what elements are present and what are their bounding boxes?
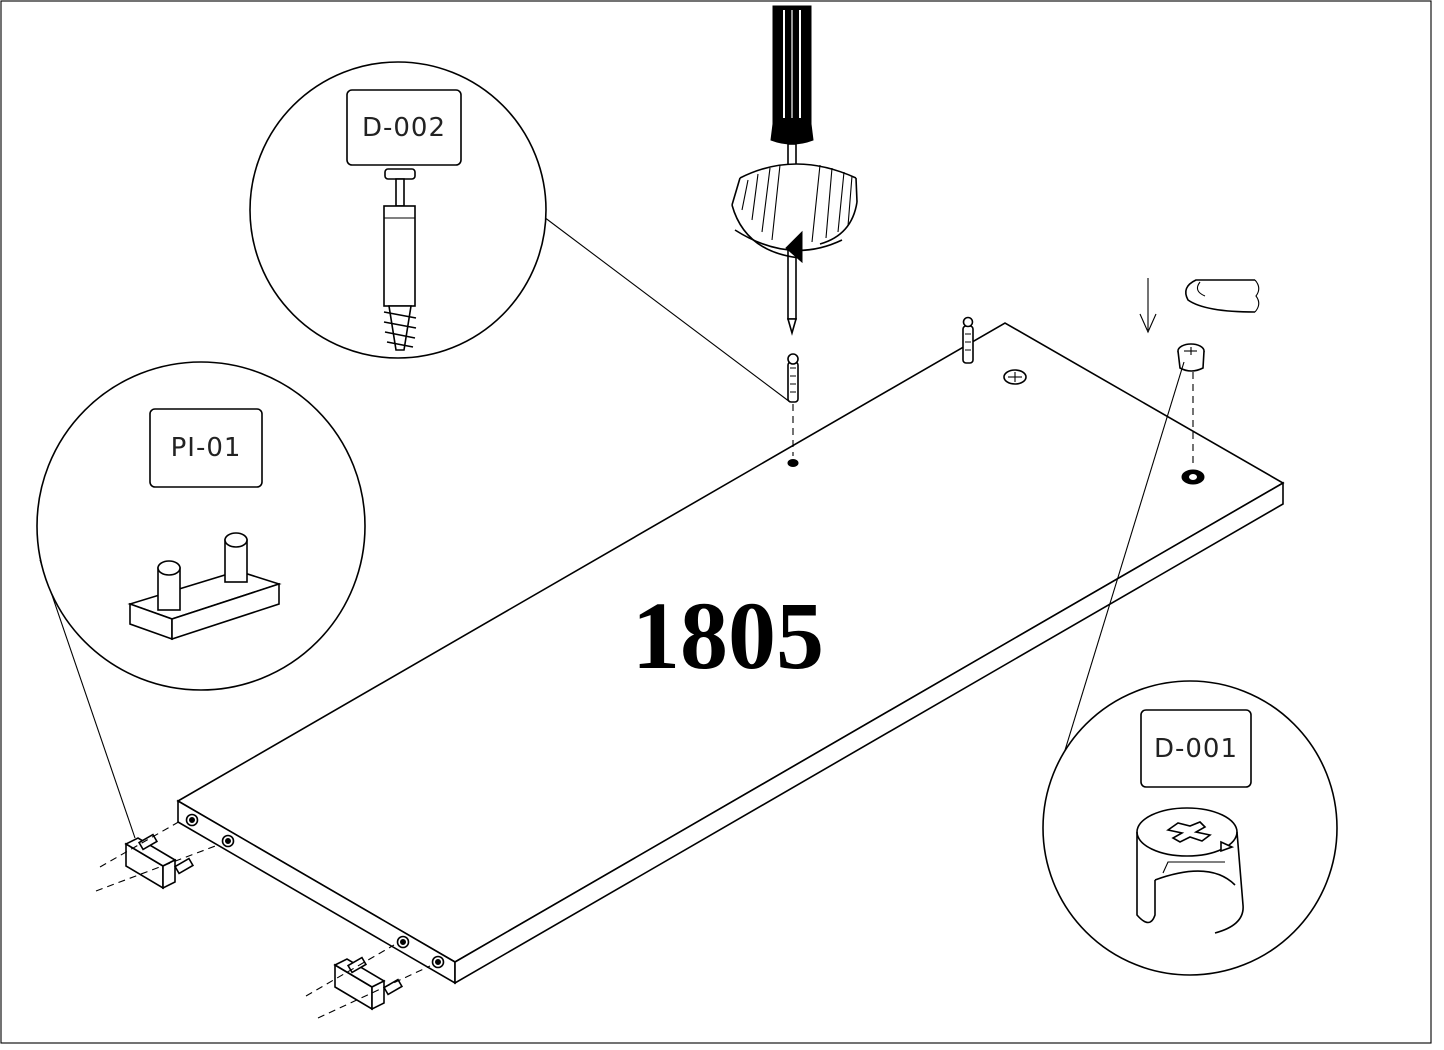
cam-lock (1177, 343, 1205, 468)
rotation-arrow-icon (731, 163, 858, 264)
dowel-hole (787, 459, 799, 467)
cam-hole-top (1003, 369, 1027, 385)
callout-pins: PI-01 (36, 361, 366, 839)
callout-screw: D-002 (249, 61, 791, 403)
panel-number: 1805 (632, 582, 824, 689)
dowel-top (962, 316, 974, 364)
pin-connector-left (95, 819, 219, 892)
shelf-panel: 1805 (176, 322, 1285, 985)
connecting-screw (787, 353, 799, 456)
callout-cam: D-001 (1042, 361, 1338, 976)
part-code-d002: D-002 (362, 113, 446, 143)
down-arrow-icon (1139, 278, 1157, 334)
edge-holes (185, 813, 445, 969)
part-code-d001: D-001 (1154, 734, 1238, 764)
part-code-pi01: PI-01 (171, 433, 242, 463)
press-finger-icon (1185, 279, 1260, 313)
pin-connector-right (305, 944, 431, 1019)
cam-hole-right (1181, 469, 1205, 485)
